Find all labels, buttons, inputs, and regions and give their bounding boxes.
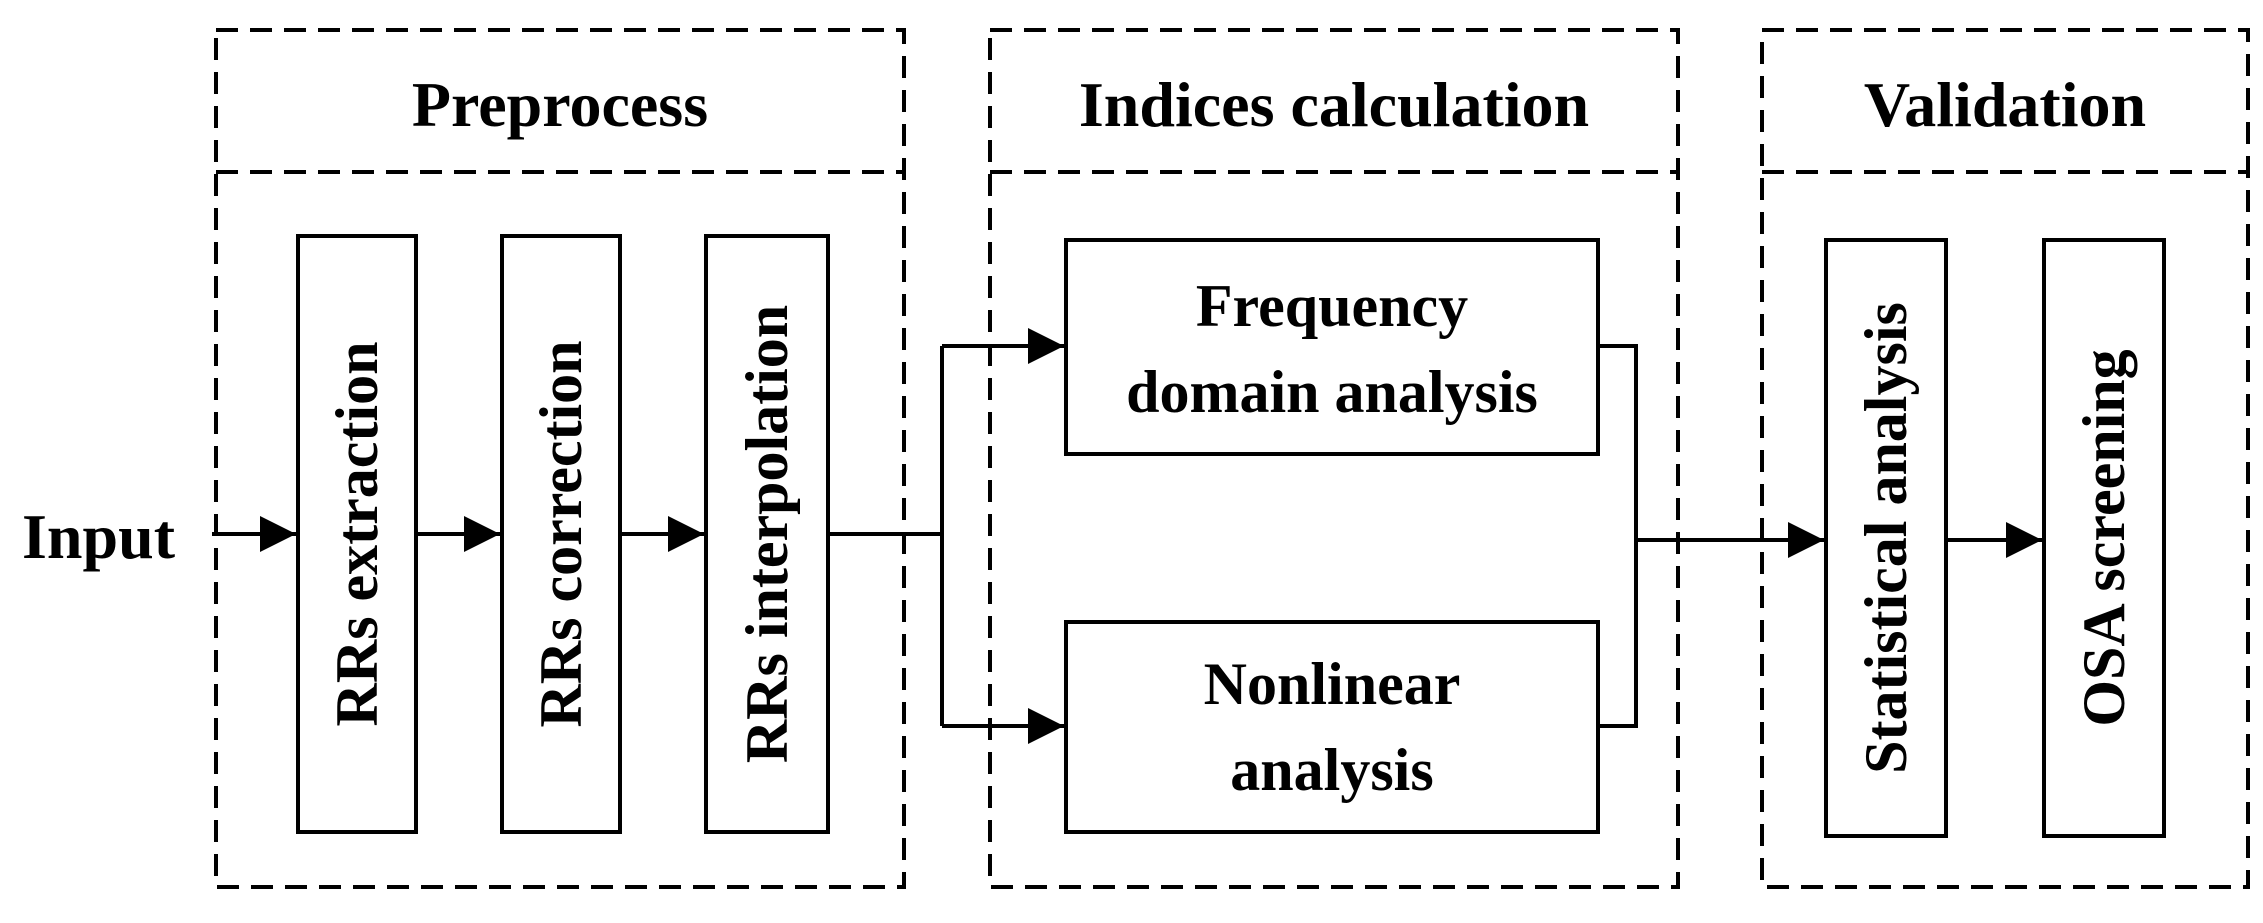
indices-section: Indices calculation <box>988 28 1680 889</box>
nonlinear-label-line2: analysis <box>1230 737 1433 803</box>
validation-section: Validation <box>1760 28 2250 889</box>
rrs-interpolation-label: RRs interpolation <box>734 305 800 763</box>
rrs-extraction-label: RRs extraction <box>324 342 390 727</box>
nonlinear-box: Nonlinear analysis <box>1064 620 1600 834</box>
statistical-analysis-label: Statistical analysis <box>1853 302 1919 774</box>
nonlinear-label-line1: Nonlinear <box>1204 651 1461 717</box>
frequency-domain-label-line2: domain analysis <box>1126 359 1538 425</box>
frequency-domain-box: Frequency domain analysis <box>1064 238 1600 456</box>
connectors <box>212 328 2042 744</box>
validation-title: Validation <box>1864 69 2146 140</box>
statistical-analysis-box: Statistical analysis <box>1824 238 1948 838</box>
rrs-correction-box: RRs correction <box>500 234 622 834</box>
indices-title: Indices calculation <box>1079 69 1589 140</box>
indices-section-frame <box>988 28 1680 889</box>
frequency-domain-label-line1: Frequency <box>1196 273 1468 339</box>
line-frequency-to-merge <box>1598 344 1638 728</box>
rrs-correction-label: RRs correction <box>528 340 594 727</box>
rrs-extraction-box: RRs extraction <box>296 234 418 834</box>
preprocess-section-frame <box>214 28 906 889</box>
osa-screening-label: OSA screening <box>2071 349 2137 726</box>
preprocess-section: Preprocess <box>214 28 906 889</box>
input-label: Input <box>22 501 176 572</box>
validation-section-frame <box>1760 28 2250 889</box>
rrs-interpolation-box: RRs interpolation <box>704 234 830 834</box>
preprocess-title: Preprocess <box>412 69 708 140</box>
osa-screening-box: OSA screening <box>2042 238 2166 838</box>
